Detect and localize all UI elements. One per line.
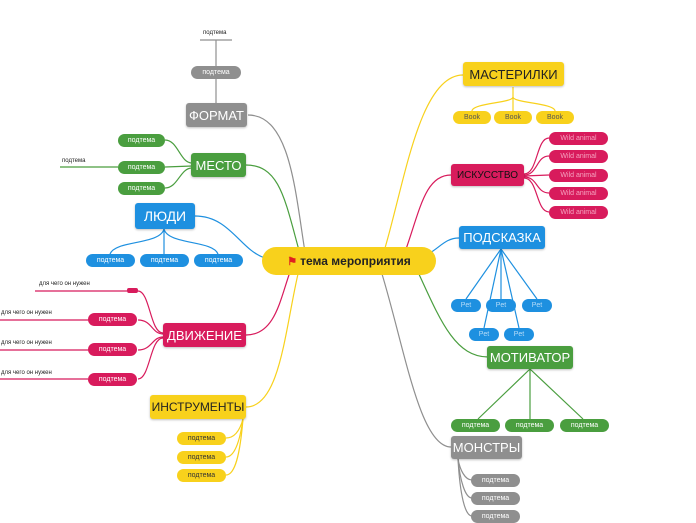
iskusstvo-item-5[interactable]: Wild animal bbox=[549, 206, 608, 219]
branch-iskusstvo[interactable]: ИСКУССТВО bbox=[451, 164, 524, 186]
dvizhenie-note-3[interactable]: для чего он нужен bbox=[1, 340, 52, 346]
motivator-subtopic-1[interactable]: подтема bbox=[451, 419, 500, 432]
dvizhenie-note-4[interactable]: для чего он нужен bbox=[1, 370, 52, 376]
iskusstvo-item-1[interactable]: Wild animal bbox=[549, 132, 608, 145]
dvizhenie-subtopic-3[interactable]: подтема bbox=[88, 343, 137, 356]
monstry-subtopic-3[interactable]: подтема bbox=[471, 510, 520, 523]
motivator-subtopic-2[interactable]: подтема bbox=[505, 419, 554, 432]
iskusstvo-item-2[interactable]: Wild animal bbox=[549, 150, 608, 163]
link-format bbox=[247, 114, 306, 253]
masterilki-book-2[interactable]: Book bbox=[494, 111, 532, 124]
mesto-extra-text[interactable]: подтема bbox=[62, 158, 86, 164]
branch-lyudi[interactable]: ЛЮДИ bbox=[135, 203, 195, 229]
link-motivator bbox=[417, 271, 489, 358]
podskazka-pet-5[interactable]: Pet bbox=[504, 328, 534, 341]
central-topic-label: тема мероприятия bbox=[300, 254, 411, 268]
link-dvizhenie bbox=[245, 271, 291, 336]
instrumenty-subtopic-3[interactable]: подтема bbox=[177, 469, 226, 482]
motivator-subtopic-3[interactable]: подтема bbox=[560, 419, 609, 432]
lyudi-subtopic-2[interactable]: подтема bbox=[140, 254, 189, 267]
central-topic[interactable]: ⚑ тема мероприятия bbox=[262, 247, 436, 275]
branch-motivator[interactable]: МОТИВАТОР bbox=[487, 346, 573, 369]
link-monstry bbox=[381, 273, 452, 448]
masterilki-book-3[interactable]: Book bbox=[536, 111, 574, 124]
monstry-subtopic-2[interactable]: подтема bbox=[471, 492, 520, 505]
branch-masterilki[interactable]: МАСТЕРИЛКИ bbox=[463, 62, 564, 86]
branch-dvizhenie[interactable]: ДВИЖЕНИЕ bbox=[163, 323, 246, 347]
podskazka-pet-1[interactable]: Pet bbox=[451, 299, 481, 312]
branch-mesto[interactable]: МЕСТО bbox=[191, 153, 246, 177]
instrumenty-subtopic-2[interactable]: подтема bbox=[177, 451, 226, 464]
dvizhenie-note-1[interactable]: для чего он нужен bbox=[39, 281, 90, 287]
podskazka-pet-2[interactable]: Pet bbox=[486, 299, 516, 312]
mesto-subtopic-3[interactable]: подтема bbox=[118, 182, 165, 195]
lyudi-subtopic-1[interactable]: подтема bbox=[86, 254, 135, 267]
red-flag-icon: ⚑ bbox=[287, 255, 298, 268]
format-subtopic[interactable]: подтема bbox=[191, 66, 241, 79]
monstry-subtopic-1[interactable]: подтема bbox=[471, 474, 520, 487]
branch-format[interactable]: ФОРМАТ bbox=[186, 103, 247, 127]
link-mesto bbox=[245, 164, 301, 255]
iskusstvo-item-4[interactable]: Wild animal bbox=[549, 187, 608, 200]
link-lyudi bbox=[194, 215, 266, 259]
dvizhenie-subtopic-1[interactable] bbox=[127, 288, 138, 293]
mesto-subtopic-1[interactable]: подтема bbox=[118, 134, 165, 147]
dvizhenie-subtopic-2[interactable]: подтема bbox=[88, 313, 137, 326]
dvizhenie-note-2[interactable]: для чего он нужен bbox=[1, 310, 52, 316]
instrumenty-subtopic-1[interactable]: подтема bbox=[177, 432, 226, 445]
branch-instrumenty[interactable]: ИНСТРУМЕНТЫ bbox=[150, 395, 246, 419]
link-masterilki bbox=[384, 74, 464, 249]
mesto-subtopic-2[interactable]: подтема bbox=[118, 161, 165, 174]
link-iskusstvo bbox=[404, 174, 452, 253]
link-instrumenty bbox=[245, 273, 299, 408]
masterilki-book-1[interactable]: Book bbox=[453, 111, 491, 124]
branch-monstry[interactable]: МОНСТРЫ bbox=[451, 436, 522, 459]
branch-podskazka[interactable]: ПОДСКАЗКА bbox=[459, 226, 545, 249]
iskusstvo-item-3[interactable]: Wild animal bbox=[549, 169, 608, 182]
lyudi-subtopic-3[interactable]: подтема bbox=[194, 254, 243, 267]
podskazka-pet-3[interactable]: Pet bbox=[522, 299, 552, 312]
podskazka-pet-4[interactable]: Pet bbox=[469, 328, 499, 341]
dvizhenie-subtopic-4[interactable]: подтема bbox=[88, 373, 137, 386]
format-grandchild-text[interactable]: подтема bbox=[203, 30, 227, 36]
